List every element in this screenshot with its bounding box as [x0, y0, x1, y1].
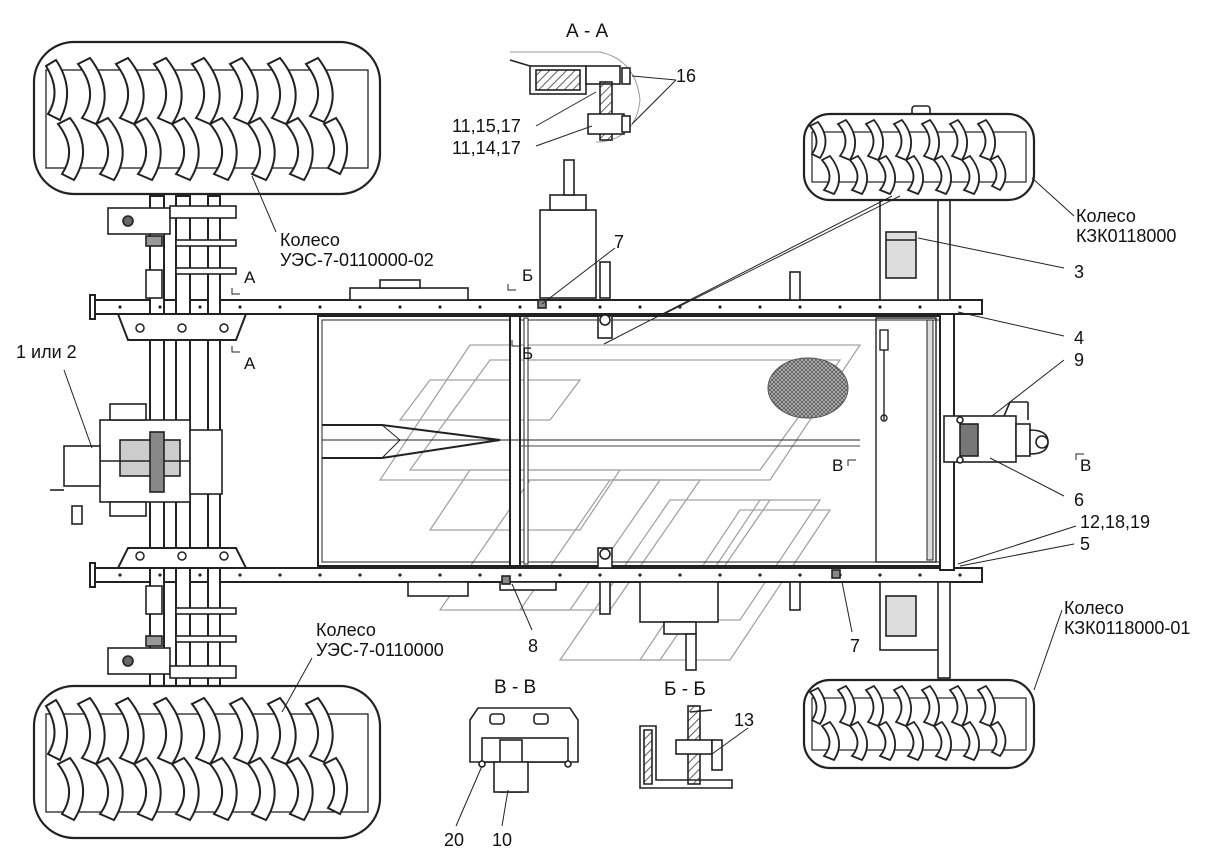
mesh-panel — [767, 357, 849, 419]
section-aa-title: А - А — [566, 21, 609, 42]
upper-frame-components — [349, 105, 951, 339]
wheel-rear-top-code: КЗК0118000 — [1076, 226, 1177, 246]
cut-mark-v-right: В — [1080, 456, 1092, 475]
frame-bolts — [118, 305, 962, 577]
section-vv-detail — [469, 707, 579, 793]
section-aa-detail — [509, 51, 641, 143]
callout-5: 5 — [1080, 534, 1091, 554]
callout-20: 20 — [444, 830, 465, 850]
lower-frame-components — [407, 299, 951, 679]
leader-lines — [63, 75, 1084, 827]
callout-8: 8 — [528, 636, 539, 656]
callout-16: 16 — [676, 66, 697, 86]
watermark-logo — [378, 344, 862, 661]
section-bb-detail — [639, 705, 733, 789]
callout-11-14-17: 11,14,17 — [452, 138, 521, 158]
callout-9: 9 — [1074, 350, 1085, 370]
wheel-front-top-code: УЭС-7-0110000-02 — [280, 250, 434, 270]
callout-12-18-19: 12,18,19 — [1080, 512, 1151, 532]
wheel-rear-bottom-code: КЗК0118000-01 — [1064, 618, 1191, 638]
wheel-front-bottom-code: УЭС-7-0110000 — [316, 640, 444, 660]
wheel-front-top-title: Колесо — [280, 230, 340, 250]
front-wheel-bottom — [32, 684, 382, 840]
rear-wheel-bottom — [802, 678, 1036, 770]
callout-10: 10 — [492, 830, 513, 850]
callout-6: 6 — [1074, 490, 1085, 510]
front-hub-bottom — [107, 585, 237, 679]
cut-mark-b-top: Б — [522, 266, 534, 285]
callout-1-or-2: 1 или 2 — [16, 342, 77, 362]
wheel-rear-top-title: Колесо — [1076, 206, 1136, 226]
wheel-front-bottom-title: Колесо — [316, 620, 376, 640]
callout-7-bottom: 7 — [850, 636, 861, 656]
wheel-rear-bottom-title: Колесо — [1064, 598, 1124, 618]
gearbox-unit — [50, 403, 223, 525]
rear-wheel-top — [802, 112, 1036, 202]
callout-13: 13 — [734, 710, 755, 730]
section-vv-title: В - В — [494, 677, 537, 698]
rear-hitch — [943, 401, 1049, 464]
front-hub-top — [107, 205, 237, 299]
rear-hydraulic-line — [879, 329, 889, 422]
callout-11-15-17: 11,15,17 — [452, 116, 521, 136]
cut-mark-a-top: А — [244, 268, 256, 287]
cut-mark-b-bottom: Б — [522, 344, 534, 363]
callout-4: 4 — [1074, 328, 1085, 348]
callout-3: 3 — [1074, 262, 1085, 282]
front-wheel-top — [32, 40, 382, 196]
section-bb-title: Б - Б — [664, 679, 706, 700]
callout-7-top: 7 — [614, 232, 625, 252]
cut-mark-v-left: В — [832, 456, 844, 475]
cut-mark-a-bottom: А — [244, 354, 256, 373]
